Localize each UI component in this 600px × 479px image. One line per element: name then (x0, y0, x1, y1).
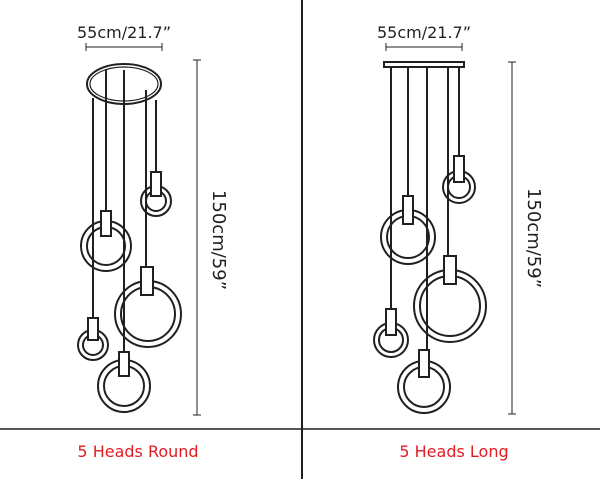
ring-pendant (413, 255, 487, 343)
linear-canopy (383, 61, 465, 68)
ring-pendant (80, 210, 132, 272)
width-dimension-line (85, 43, 163, 51)
width-label: 55cm/21.7” (377, 23, 471, 42)
height-dimension-line (508, 61, 516, 415)
ring-pendant (114, 266, 182, 348)
panel-caption: 5 Heads Long (399, 442, 508, 461)
suspension-cords (390, 67, 460, 350)
ring-pendant (140, 171, 172, 217)
ring-pendant (97, 351, 151, 413)
panel-round: 55cm/21.7” (77, 23, 229, 461)
width-label: 55cm/21.7” (77, 23, 171, 42)
panel-long: 55cm/21.7” (373, 23, 544, 461)
suspension-cords (92, 70, 157, 352)
height-label: 150cm/59” (523, 188, 544, 288)
width-dimension-line (385, 43, 463, 51)
ring-pendant (380, 195, 436, 265)
ring-pendant (397, 349, 451, 414)
ring-pendant (77, 317, 109, 361)
ring-pendant (442, 155, 476, 204)
panel-caption: 5 Heads Round (77, 442, 198, 461)
ring-pendant (373, 308, 409, 358)
height-label: 150cm/59” (208, 190, 229, 290)
height-dimension-line (193, 59, 201, 416)
